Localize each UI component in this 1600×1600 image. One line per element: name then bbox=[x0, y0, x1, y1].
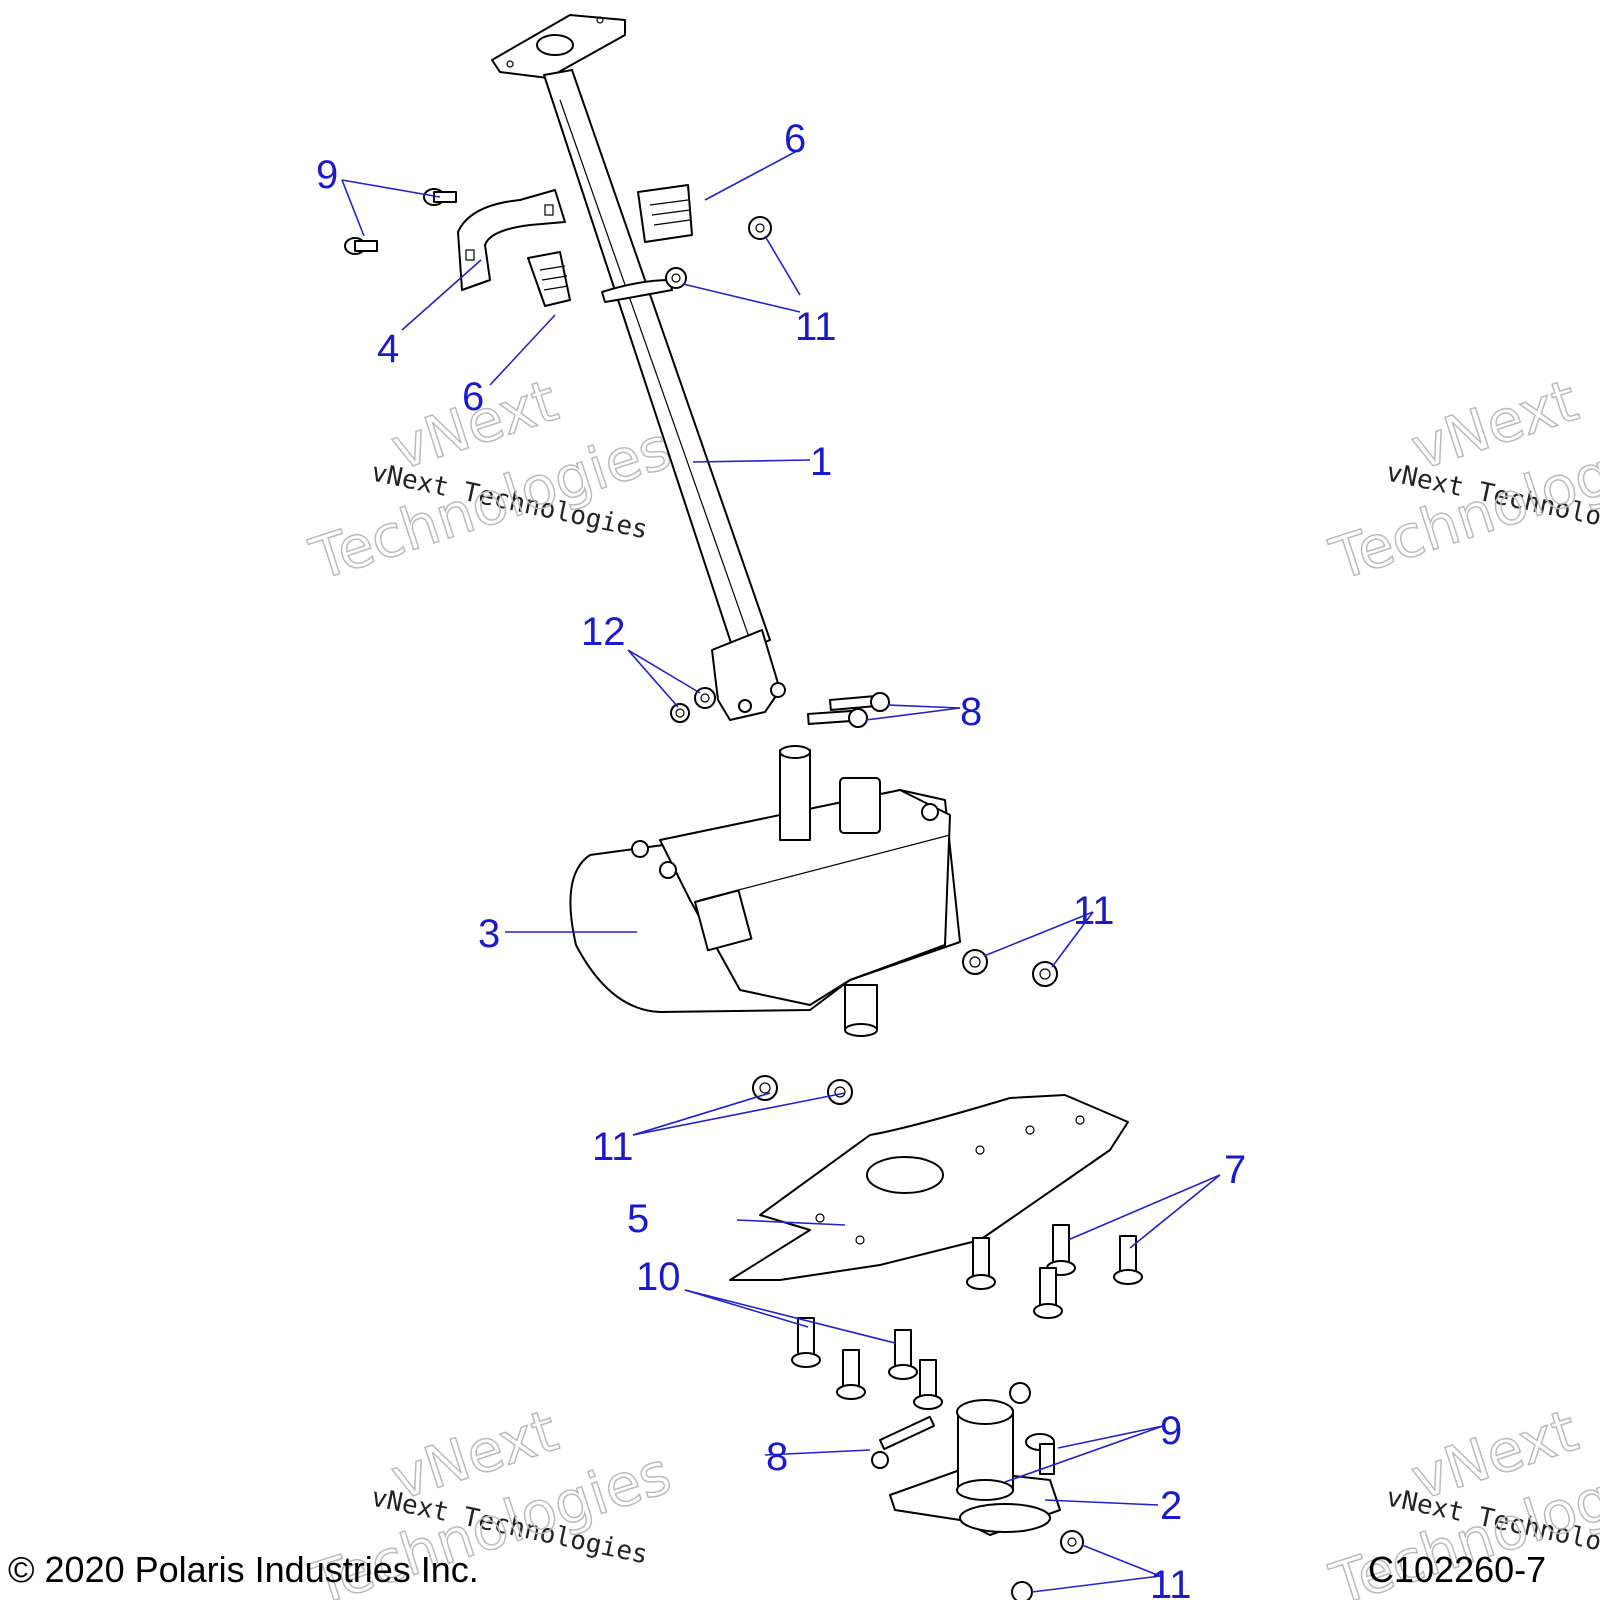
nut-11i bbox=[1011, 1581, 1033, 1600]
watermark-top-left: vNext vNext Technologies Technologies bbox=[302, 366, 680, 595]
watermark-top-right: vNext vNext Technologies Technologies bbox=[1322, 366, 1600, 595]
bolt-8b bbox=[807, 708, 868, 728]
callout-11-bottom: 11 bbox=[1150, 1563, 1192, 1600]
pin-9c bbox=[1025, 1433, 1055, 1475]
nut-11d bbox=[1032, 961, 1058, 987]
callout-11-top: 11 bbox=[795, 305, 837, 349]
callout-10: 10 bbox=[636, 1255, 681, 1299]
callout-6-lower: 6 bbox=[462, 375, 484, 419]
bushing-upper bbox=[637, 184, 693, 243]
nut-11a bbox=[748, 216, 772, 240]
fastener-bolt-9a bbox=[423, 188, 457, 206]
callout-11-left: 11 bbox=[592, 1125, 634, 1169]
flange-bolt-7a bbox=[966, 1237, 996, 1290]
nut-11f bbox=[827, 1079, 853, 1105]
bolt-8a bbox=[829, 692, 890, 712]
callout-12: 12 bbox=[581, 610, 626, 654]
lower-coupler bbox=[889, 1399, 1061, 1536]
callout-8-lower: 8 bbox=[766, 1435, 788, 1479]
callout-8-upper: 8 bbox=[960, 690, 982, 734]
callout-9-lower: 9 bbox=[1160, 1409, 1182, 1453]
flange-bolt-10c bbox=[836, 1349, 866, 1400]
flange-bolt-10b bbox=[888, 1329, 918, 1380]
leader-lines bbox=[341, 151, 1221, 1593]
nut-11b bbox=[665, 267, 687, 289]
callout-7: 7 bbox=[1224, 1148, 1246, 1192]
nut-12b bbox=[670, 703, 690, 723]
nut-11g bbox=[1009, 1382, 1031, 1404]
nut-11c bbox=[962, 949, 988, 975]
callout-2: 2 bbox=[1160, 1484, 1182, 1528]
callout-3: 3 bbox=[478, 912, 500, 956]
callout-1: 1 bbox=[810, 440, 832, 484]
copyright-notice: © 2020 Polaris Industries Inc. bbox=[8, 1549, 479, 1590]
steering-column-shaft bbox=[491, 14, 786, 721]
callout-11-right: 11 bbox=[1073, 889, 1115, 933]
flange-bolt-7c bbox=[1113, 1235, 1143, 1285]
nut-11e bbox=[752, 1075, 778, 1101]
callout-4: 4 bbox=[377, 327, 399, 371]
flange-bolt-10d bbox=[913, 1359, 943, 1410]
figure-id: C102260-7 bbox=[1368, 1549, 1546, 1590]
bracket-clamp bbox=[457, 189, 566, 291]
callout-5: 5 bbox=[627, 1197, 649, 1241]
callout-9-upper: 9 bbox=[316, 153, 338, 197]
bushing-lower bbox=[527, 251, 571, 307]
bolt-8c bbox=[871, 1415, 936, 1469]
flange-bolt-10a bbox=[791, 1317, 821, 1368]
fastener-bolt-9b bbox=[344, 237, 378, 255]
flange-bolt-7d bbox=[1033, 1267, 1063, 1319]
mounting-plate bbox=[729, 1094, 1129, 1281]
nut-11h bbox=[1060, 1530, 1084, 1554]
callouts: 1 2 3 4 5 6 6 7 8 8 9 9 10 11 11 11 11 1… bbox=[316, 117, 1246, 1600]
callout-6-upper: 6 bbox=[784, 117, 806, 161]
power-steering-unit bbox=[569, 745, 961, 1037]
